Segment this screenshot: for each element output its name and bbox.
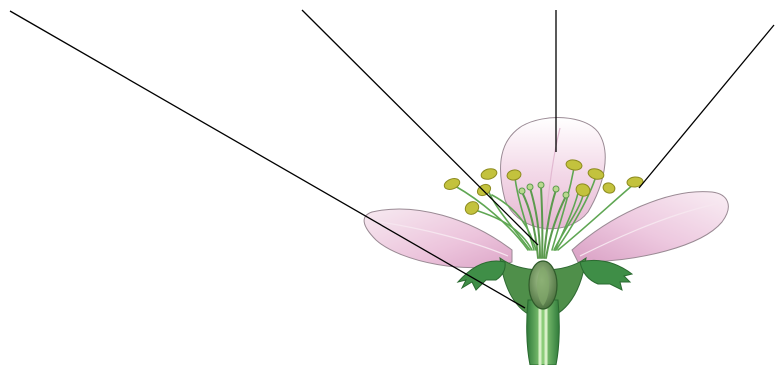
leader-line-4 [639, 25, 774, 188]
sepal-right [580, 261, 632, 291]
anther [443, 177, 461, 192]
anther [602, 181, 617, 195]
leader-line-2 [302, 10, 538, 245]
leader-lines [10, 10, 774, 308]
petal-right [572, 192, 728, 262]
leader-line-1 [10, 11, 525, 308]
anther [480, 167, 498, 181]
stem [527, 300, 560, 365]
petal-left [364, 209, 512, 268]
